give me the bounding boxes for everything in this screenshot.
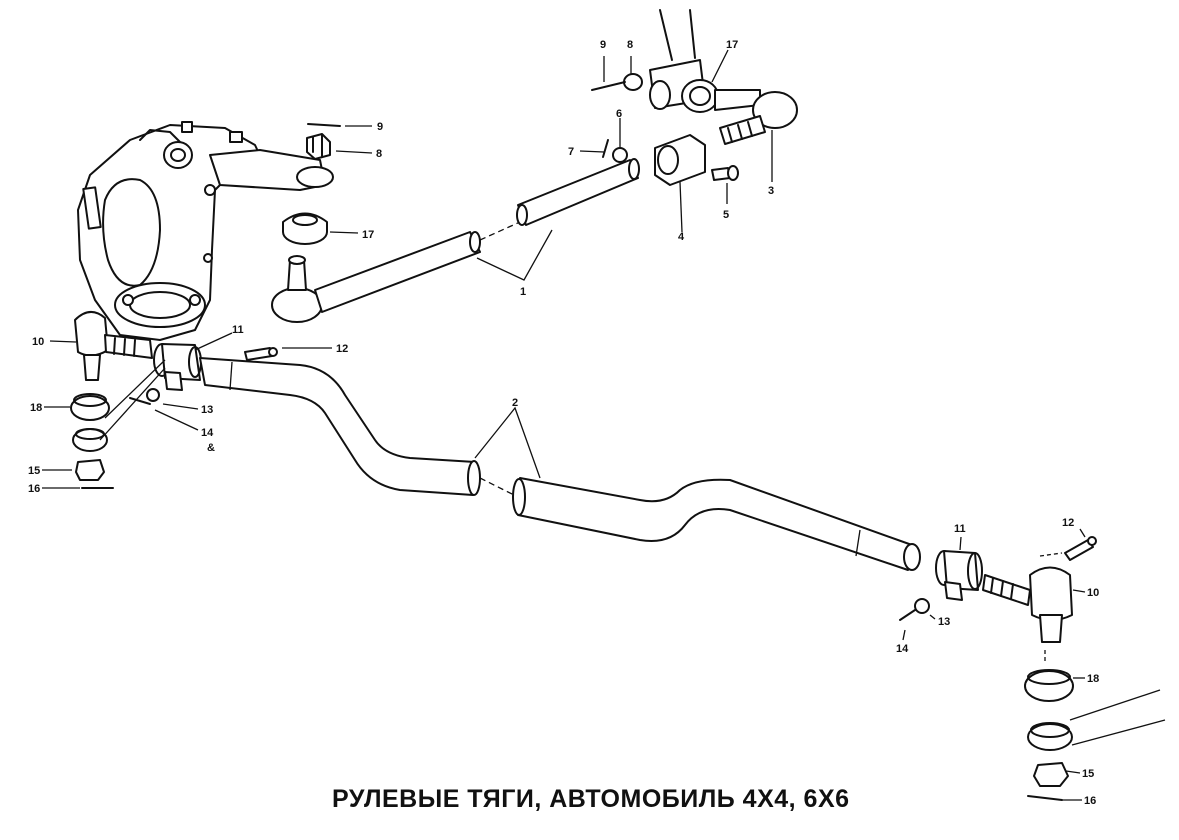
clamp-11-right (899, 536, 1097, 621)
tie-rod-2 (199, 357, 921, 571)
washer-right (1027, 689, 1166, 751)
nut-15-right (1033, 762, 1069, 787)
callout-14-right: 14 (896, 643, 909, 655)
callout-7: 7 (568, 146, 574, 158)
callout-16-right: 16 (1084, 795, 1096, 807)
callout-14-left: 14 (201, 427, 214, 439)
callout-17-upper: 17 (726, 39, 738, 51)
callout-18-left: 18 (30, 402, 42, 414)
callout-3: 3 (768, 185, 774, 197)
callout-1: 1 (520, 286, 526, 298)
diagram-title: РУЛЕВЫЕ ТЯГИ, АВТОМОБИЛЬ 4Х4, 6Х6 (332, 785, 850, 813)
boot-17-left (282, 212, 328, 245)
nut-15-left (75, 459, 105, 481)
cotter-16-right (1027, 795, 1063, 801)
upper-right-assembly (591, 9, 798, 186)
callout-15-left: 15 (28, 465, 40, 477)
callout-14-ampersand: & (207, 442, 215, 454)
callout-labels: 9 8 17 6 7 5 4 3 9 8 17 1 10 11 12 18 13… (28, 39, 1099, 807)
boot-18-right (1024, 669, 1074, 702)
boot-18-left (70, 393, 110, 421)
callout-15-right: 15 (1082, 768, 1094, 780)
washer-left (72, 428, 108, 452)
callout-4: 4 (678, 231, 685, 243)
callout-8-upper: 8 (627, 39, 633, 51)
leader-lines (42, 49, 1086, 801)
callout-16-left: 16 (28, 483, 40, 495)
callout-9-upper: 9 (600, 39, 606, 51)
tie-rod-end-10-right (982, 566, 1073, 662)
callout-17-left: 17 (362, 229, 374, 241)
callout-11-left: 11 (232, 324, 244, 336)
clamp-11-left (129, 343, 278, 405)
steering-knuckle (77, 121, 334, 341)
callout-13-left: 13 (201, 404, 213, 416)
callout-8-left: 8 (376, 148, 382, 160)
castle-nut-8-left (306, 133, 331, 160)
callout-18-right: 18 (1087, 673, 1099, 685)
callout-12-left: 12 (336, 343, 348, 355)
cotter-pin-9-left (307, 123, 341, 127)
callout-10-right: 10 (1087, 587, 1099, 599)
tie-rod-1 (271, 158, 640, 323)
callout-11-right: 11 (954, 523, 966, 535)
callout-10-left: 10 (32, 336, 44, 348)
callout-5: 5 (723, 209, 729, 221)
callout-9-left: 9 (377, 121, 383, 133)
tie-rod-end-10-left (74, 311, 153, 381)
callout-6: 6 (616, 108, 622, 120)
callout-2: 2 (512, 397, 518, 409)
callout-13-right: 13 (938, 616, 950, 628)
callout-12-right: 12 (1062, 517, 1074, 529)
